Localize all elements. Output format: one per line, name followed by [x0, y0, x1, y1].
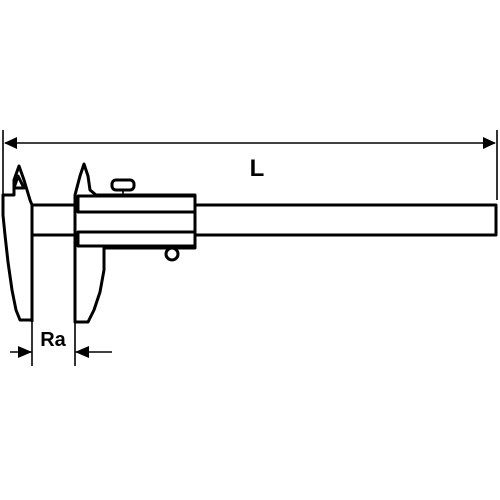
length-arrowhead-left — [4, 137, 17, 149]
length-arrowhead-right — [483, 137, 496, 149]
ra-arrowhead-left — [18, 346, 32, 358]
length-label: L — [250, 155, 265, 182]
jaw-gap — [32, 235, 75, 322]
thumb-roller-icon — [164, 246, 180, 262]
screw-head-icon — [110, 178, 136, 192]
length-dimension: L — [2, 130, 498, 200]
fixed-jaw-tip — [12, 174, 26, 190]
vernier-lower-scale — [76, 230, 197, 248]
vernier-upper-window — [76, 194, 197, 214]
locking-screw — [110, 178, 136, 196]
ra-arrowhead-right — [75, 346, 89, 358]
ra-label: Ra — [40, 329, 66, 351]
jaw-depth-dimension: Ra — [10, 322, 112, 366]
thumb-roller — [164, 246, 180, 262]
